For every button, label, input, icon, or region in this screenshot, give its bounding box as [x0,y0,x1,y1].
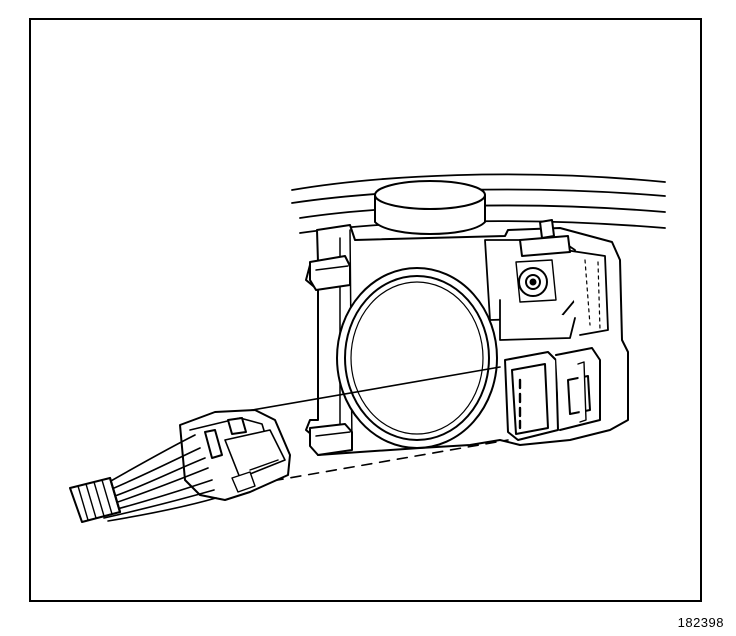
figure-number: 182398 [677,615,724,630]
top-cap [374,180,486,235]
harness-connector [179,409,291,501]
wire-loom [69,476,122,523]
mounting-tab-upper [309,255,351,291]
tps-connector [504,347,601,441]
mounting-tab-lower [309,423,353,456]
sensor-fitting [515,219,571,303]
throttle-bore [336,267,498,449]
